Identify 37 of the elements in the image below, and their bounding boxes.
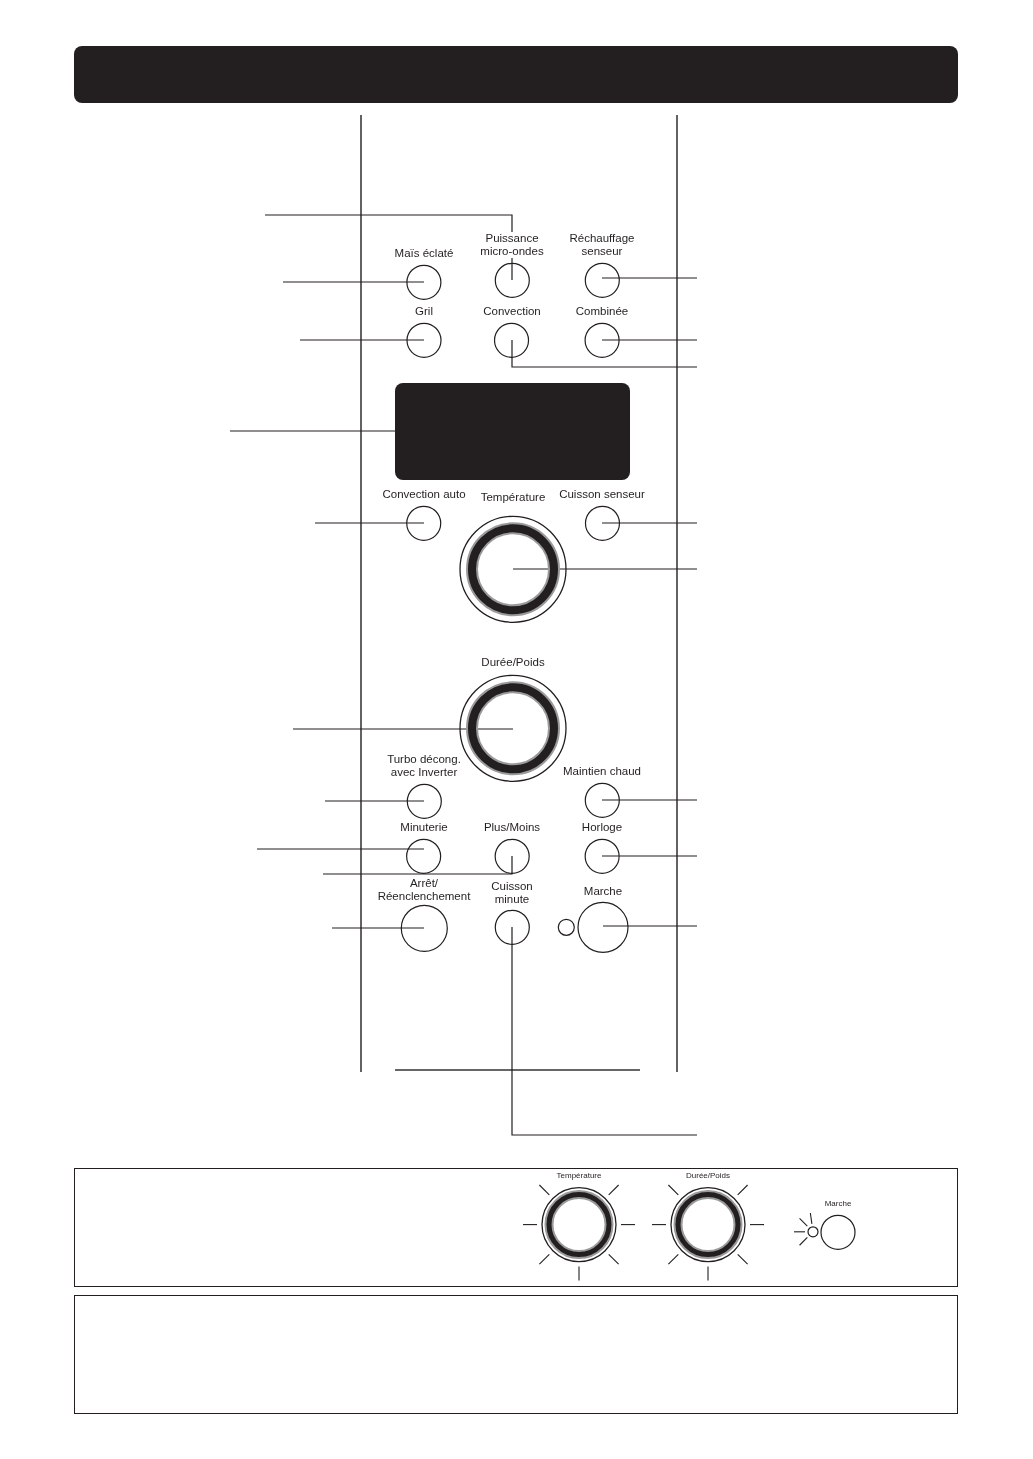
- control-label: Maïs éclaté: [394, 246, 454, 260]
- control-label: Gril: [415, 304, 433, 318]
- dial-label: Durée/Poids: [481, 655, 545, 669]
- leader-line: [322, 855, 513, 875]
- leader-line: [511, 926, 698, 1136]
- leader-line: [601, 855, 698, 857]
- leader-line: [282, 281, 425, 283]
- control-label: Cuisson senseur: [559, 487, 645, 501]
- leader-line: [314, 522, 425, 524]
- leader-line: [324, 800, 425, 802]
- control-label: Marche: [824, 1198, 852, 1209]
- leader-line: [601, 799, 698, 801]
- leader-line: [601, 339, 698, 341]
- control-label: Minuterie: [400, 820, 448, 834]
- leader-line: [512, 568, 698, 570]
- control-label: Turbo décong. avec Inverter: [385, 752, 463, 779]
- indicator-light: [556, 917, 576, 937]
- leader-line: [229, 430, 396, 432]
- leader-line: [331, 927, 425, 929]
- control-label: Plus/Moins: [483, 820, 541, 834]
- leader-line: [299, 339, 425, 341]
- leader-line: [256, 848, 425, 850]
- leader-line: [601, 277, 698, 279]
- control-label: Horloge: [581, 820, 623, 834]
- leader-line: [601, 522, 698, 524]
- leader-line: [602, 925, 698, 927]
- control-label: Marche: [583, 884, 623, 898]
- leader-line: [292, 728, 514, 730]
- control-label: Maintien chaud: [563, 764, 641, 778]
- dial-label: Température: [556, 1171, 602, 1182]
- control-label: Combinée: [575, 304, 629, 318]
- leader-line: [511, 339, 698, 368]
- display-screen: [395, 383, 630, 480]
- control-label: Convection: [483, 304, 541, 318]
- dial-label: Température: [480, 490, 546, 504]
- control-label: Convection auto: [382, 487, 466, 501]
- indicator-light: [793, 1212, 820, 1247]
